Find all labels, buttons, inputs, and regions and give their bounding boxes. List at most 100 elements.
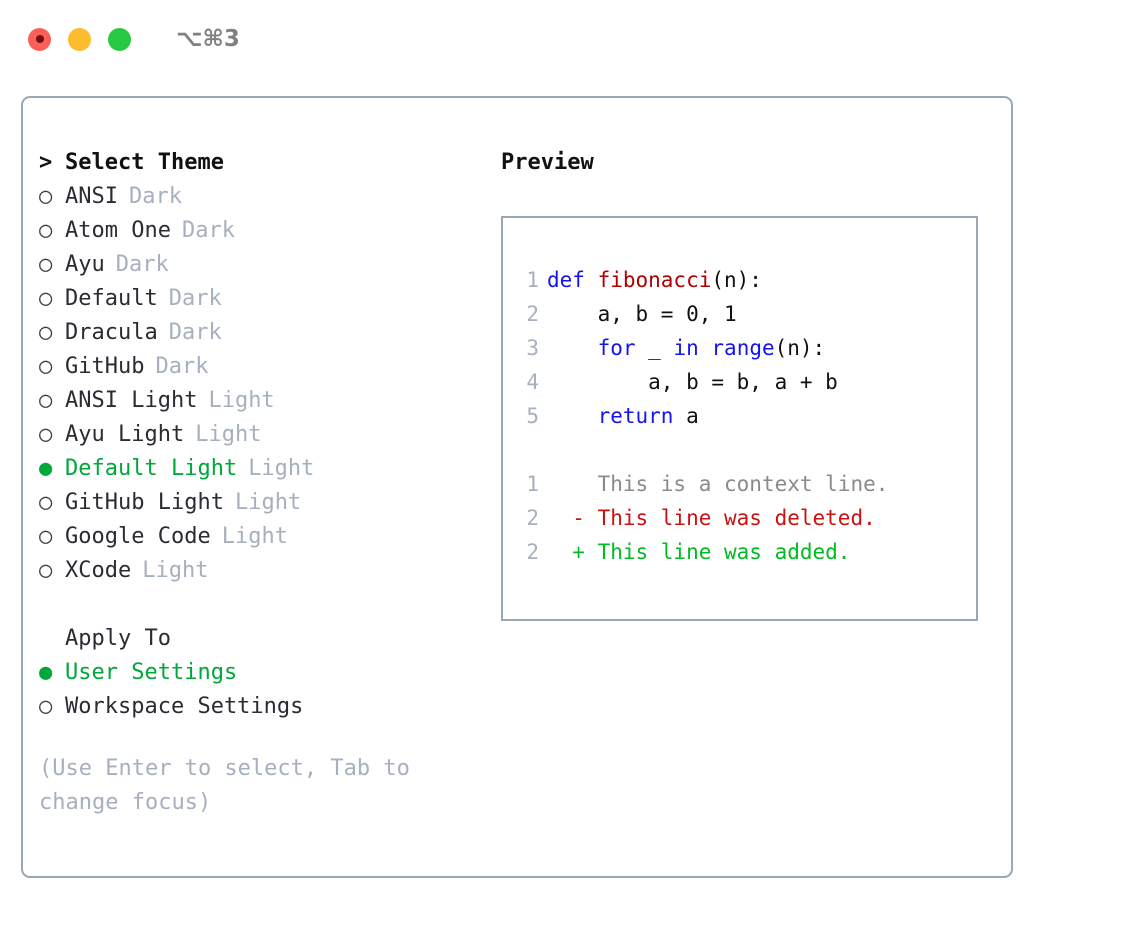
code-token-plain bbox=[699, 336, 712, 360]
apply-to-options: ● User Settings ○ Workspace Settings bbox=[39, 656, 493, 724]
theme-name-label: Dracula bbox=[65, 320, 158, 345]
code-line: 4 a, b = b, a + b bbox=[503, 365, 976, 399]
radio-unselected-icon: ○ bbox=[39, 694, 53, 719]
code-token-kw: for bbox=[597, 336, 636, 360]
radio-unselected-icon: ○ bbox=[39, 354, 53, 379]
diff-line-content: This is a context line. bbox=[597, 472, 889, 496]
apply-to-header: Apply To bbox=[39, 622, 493, 656]
theme-list-item[interactable]: ○ Ayu Dark bbox=[39, 248, 493, 282]
code-token-kw: def bbox=[547, 268, 598, 292]
minimize-button[interactable] bbox=[68, 27, 91, 51]
code-line: 2 a, b = 0, 1 bbox=[503, 297, 976, 331]
theme-name-label: Ayu Light bbox=[65, 422, 185, 447]
theme-list-item[interactable]: ○ ANSI Light Light bbox=[39, 384, 493, 418]
code-line: 5 return a bbox=[503, 399, 976, 433]
apply-to-option-label: User Settings bbox=[65, 660, 238, 685]
apply-to-option[interactable]: ○ Workspace Settings bbox=[39, 690, 493, 724]
code-line: 1 def fibonacci(n): bbox=[503, 263, 976, 297]
title-bar: ⌥⌘3 bbox=[0, 0, 1140, 78]
theme-list-item[interactable]: ○ Dracula Dark bbox=[39, 316, 493, 350]
code-line-content: def fibonacci(n): bbox=[547, 263, 762, 297]
code-token-plain bbox=[547, 336, 598, 360]
theme-list-header-label: Select Theme bbox=[65, 150, 224, 175]
theme-name-label: Default bbox=[65, 286, 158, 311]
code-diff-separator bbox=[503, 433, 976, 467]
line-number: 2 bbox=[526, 540, 539, 564]
diff-line: 2 - This line was deleted. bbox=[503, 501, 976, 535]
radio-unselected-icon: ○ bbox=[39, 218, 53, 243]
radio-unselected-icon: ○ bbox=[39, 388, 53, 413]
radio-unselected-icon: ○ bbox=[39, 524, 53, 549]
code-token-kw: return bbox=[597, 404, 674, 428]
line-number: 1 bbox=[526, 268, 539, 292]
theme-variant-label: Light bbox=[248, 456, 315, 481]
radio-selected-icon: ● bbox=[39, 660, 53, 685]
radio-selected-icon: ● bbox=[39, 456, 53, 481]
theme-list-item[interactable]: ○ GitHub Dark bbox=[39, 350, 493, 384]
theme-name-label: GitHub bbox=[65, 354, 145, 379]
theme-name-label: ANSI bbox=[65, 184, 118, 209]
diff-line-content: This line was deleted. bbox=[597, 506, 876, 530]
theme-name-label: Ayu bbox=[65, 252, 105, 277]
code-line: 3 for _ in range(n): bbox=[503, 331, 976, 365]
diff-line-content: This line was added. bbox=[597, 540, 851, 564]
code-line-content: a, b = b, a + b bbox=[547, 365, 838, 399]
line-number: 2 bbox=[526, 302, 539, 326]
code-token-plain: a, b = 0, 1 bbox=[547, 302, 737, 326]
apply-to-option[interactable]: ● User Settings bbox=[39, 656, 493, 690]
theme-variant-label: Light bbox=[142, 558, 209, 583]
code-line-content: a, b = 0, 1 bbox=[547, 297, 737, 331]
line-number: 1 bbox=[526, 472, 539, 496]
theme-name-label: ANSI Light bbox=[65, 388, 198, 413]
apply-to-option-label: Workspace Settings bbox=[65, 694, 304, 719]
radio-unselected-icon: ○ bbox=[39, 286, 53, 311]
code-token-plain: a bbox=[673, 404, 699, 428]
theme-list-item[interactable]: ○ Google Code Light bbox=[39, 520, 493, 554]
theme-list-item[interactable]: ○ GitHub Light Light bbox=[39, 486, 493, 520]
line-number: 4 bbox=[526, 370, 539, 394]
diff-line: 1 This is a context line. bbox=[503, 467, 976, 501]
code-line-content: for _ in range(n): bbox=[547, 331, 826, 365]
line-number: 5 bbox=[526, 404, 539, 428]
code-line-content: return a bbox=[547, 399, 699, 433]
code-token-fn: fibonacci bbox=[597, 268, 712, 292]
radio-unselected-icon: ○ bbox=[39, 320, 53, 345]
theme-name-label: GitHub Light bbox=[65, 490, 224, 515]
window-controls bbox=[28, 27, 131, 51]
keyboard-hint-text: (Use Enter to select, Tab to change focu… bbox=[39, 756, 424, 815]
diff-sign: + bbox=[547, 540, 598, 564]
close-button[interactable] bbox=[28, 27, 51, 51]
radio-unselected-icon: ○ bbox=[39, 252, 53, 277]
line-number: 3 bbox=[526, 336, 539, 360]
theme-variant-label: Dark bbox=[168, 320, 222, 345]
theme-variant-label: Dark bbox=[181, 218, 235, 243]
apply-to-header-label: Apply To bbox=[65, 626, 171, 651]
theme-variant-label: Light bbox=[234, 490, 302, 515]
code-token-plain: (n): bbox=[774, 336, 826, 360]
theme-variant-label: Light bbox=[208, 388, 275, 413]
theme-name-label: XCode bbox=[65, 558, 132, 583]
diff-sign: - bbox=[547, 506, 598, 530]
theme-variant-label: Dark bbox=[115, 252, 169, 277]
diff-sample: 1 This is a context line.2 - This line w… bbox=[503, 467, 976, 569]
code-token-kw: in bbox=[673, 336, 699, 360]
theme-name-label: Google Code bbox=[65, 524, 211, 549]
theme-variant-label: Dark bbox=[155, 354, 209, 379]
theme-variant-label: Light bbox=[221, 524, 288, 549]
zoom-button[interactable] bbox=[108, 27, 131, 51]
radio-unselected-icon: ○ bbox=[39, 490, 53, 515]
code-token-plain bbox=[547, 404, 598, 428]
radio-unselected-icon: ○ bbox=[39, 184, 53, 209]
